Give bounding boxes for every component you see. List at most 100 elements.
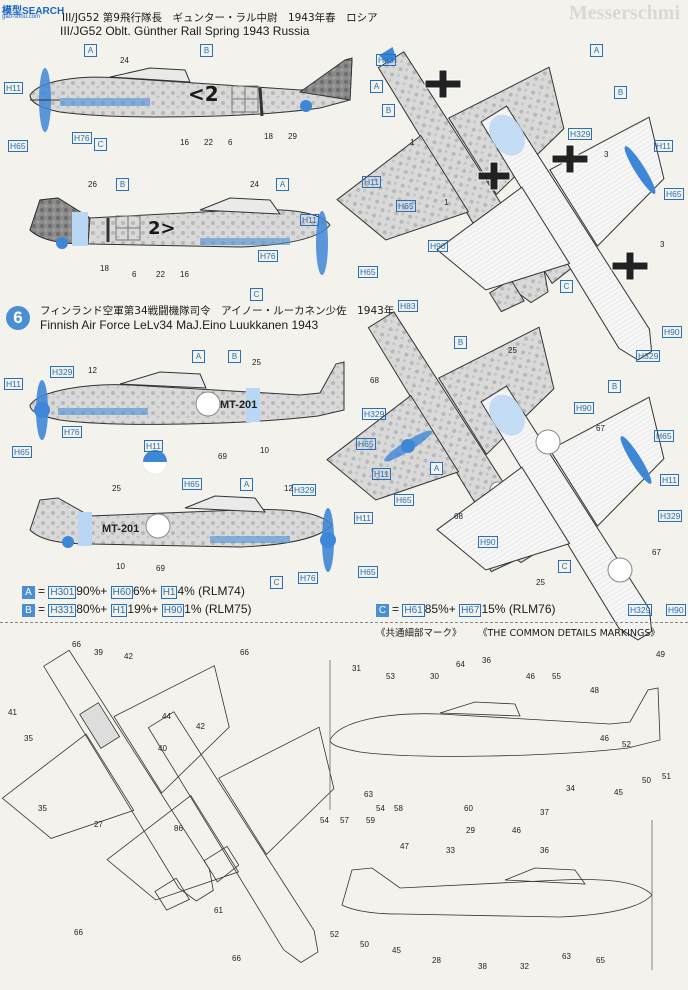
common-59: 59 — [366, 816, 375, 825]
decal-1: 1 — [410, 138, 415, 147]
callout-h90: H90 — [428, 240, 448, 252]
common-61: 61 — [214, 906, 223, 915]
profile6-side-right — [29, 495, 336, 572]
callout-p6-h76-b: H76 — [298, 572, 318, 584]
common-66-d: 66 — [232, 954, 241, 963]
watermark-logo: 模型SEARCH — [2, 6, 65, 17]
common-54-b: 54 — [376, 804, 385, 813]
common-86: 86 — [174, 824, 183, 833]
common-66-b: 66 — [240, 648, 249, 657]
profile5-top-crosses — [424, 69, 511, 191]
callout-h76: H76 — [72, 132, 92, 144]
label-p6-b2: B — [454, 336, 467, 349]
label-c-1: C — [94, 138, 107, 151]
common-side-lower — [341, 820, 653, 970]
label-p6-b: B — [228, 350, 241, 363]
common-29: 29 — [466, 826, 475, 835]
label-c-3: C — [560, 280, 573, 293]
decal-26: 26 — [88, 180, 97, 189]
common-50: 50 — [642, 776, 651, 785]
common-plan-upper — [1, 649, 240, 911]
common-66-c: 66 — [74, 928, 83, 937]
profile5-side-right — [29, 197, 331, 275]
decal-6-b: 6 — [132, 270, 137, 279]
profile5-bottom-prop — [624, 146, 656, 194]
common-side-upper — [329, 660, 661, 810]
common-53: 53 — [386, 672, 395, 681]
decal-69: 69 — [218, 452, 227, 461]
callout-h11-c: H11 — [362, 176, 381, 188]
common-40: 40 — [158, 744, 167, 753]
profile5-fuselage-mark-b: 2> — [148, 218, 176, 239]
common-63-b: 63 — [562, 952, 571, 961]
common-32: 32 — [520, 962, 529, 971]
label-p6-b3: B — [608, 380, 621, 393]
common-41: 41 — [8, 708, 17, 717]
common-66: 66 — [72, 640, 81, 649]
callout-p6-h329: H329 — [50, 366, 75, 378]
callout-p6-h329-f: H329 — [628, 604, 653, 616]
decal-18-b: 18 — [100, 264, 109, 273]
profile6-code-right: MT-201 — [102, 523, 139, 535]
profile6-bottom-prop — [620, 436, 652, 484]
profile6-bottom-view — [436, 385, 665, 641]
common-52: 52 — [622, 740, 631, 749]
label-p6-c: C — [270, 576, 283, 589]
common-markings-title-en: 《THE COMMON DETAILS MARKINGS》 — [478, 628, 660, 639]
profile5-bottom-view — [436, 105, 665, 361]
common-55: 55 — [552, 672, 561, 681]
common-46-b: 46 — [600, 734, 609, 743]
common-31: 31 — [352, 664, 361, 673]
profile6-title-jp: フィンランド空軍第34戦闘機隊司令 アイノー・ルーカネン少佐 1943年 — [40, 305, 395, 317]
decal-67: 67 — [596, 424, 605, 433]
callout-h76-b: H76 — [258, 250, 278, 262]
common-45-b: 45 — [392, 946, 401, 955]
label-p6-a: A — [192, 350, 205, 363]
decal-22-b: 22 — [156, 270, 165, 279]
callout-p6-h11: H11 — [4, 378, 23, 390]
callout-p6-h65: H65 — [12, 446, 32, 458]
decal-22: 22 — [204, 138, 213, 147]
callout-p6-h11-b: H11 — [144, 440, 163, 452]
decal-25-d: 25 — [536, 578, 545, 587]
profile6-title-en: Finnish Air Force LeLv34 MaJ.Eino Luukka… — [40, 318, 319, 332]
callout-p6-h11-c: H11 — [354, 512, 373, 524]
callout-p6-h11-d: H11 — [372, 468, 391, 480]
callout-p6-h65-c: H65 — [358, 566, 378, 578]
callout-p6-h83: H83 — [398, 300, 418, 312]
label-a-3: A — [370, 80, 383, 93]
label-a-2: A — [276, 178, 289, 191]
profile6-side-left — [29, 361, 345, 474]
profile6-bottom-roundel-b — [607, 557, 633, 583]
callout-p6-h329-c: H329 — [292, 484, 317, 496]
common-34: 34 — [566, 784, 575, 793]
callout-p6-h65-f: H65 — [654, 430, 674, 442]
profile5-side-left — [29, 57, 353, 132]
common-33: 33 — [446, 846, 455, 855]
label-p6-a3: A — [430, 462, 443, 475]
common-35: 35 — [24, 734, 33, 743]
decal-25: 25 — [252, 358, 261, 367]
label-a-1: A — [84, 44, 97, 57]
profile6-bottom-roundel-a — [535, 429, 561, 455]
common-46-c: 46 — [512, 826, 521, 835]
decal-1-b: 1 — [444, 198, 449, 207]
decal-3-b: 3 — [660, 240, 665, 249]
label-a-4: A — [590, 44, 603, 57]
profile6-top-prop — [384, 430, 432, 462]
common-35-b: 35 — [38, 804, 47, 813]
decal-67-b: 67 — [652, 548, 661, 557]
common-30: 30 — [430, 672, 439, 681]
common-42: 42 — [124, 652, 133, 661]
common-50-b: 50 — [360, 940, 369, 949]
common-60: 60 — [464, 804, 473, 813]
common-28: 28 — [432, 956, 441, 965]
decal-12: 12 — [88, 366, 97, 375]
callout-p6-h76: H76 — [62, 426, 82, 438]
callout-p6-h90-c: H90 — [666, 604, 686, 616]
common-65: 65 — [596, 956, 605, 965]
watermark-url: gao-shou.com — [2, 14, 41, 20]
